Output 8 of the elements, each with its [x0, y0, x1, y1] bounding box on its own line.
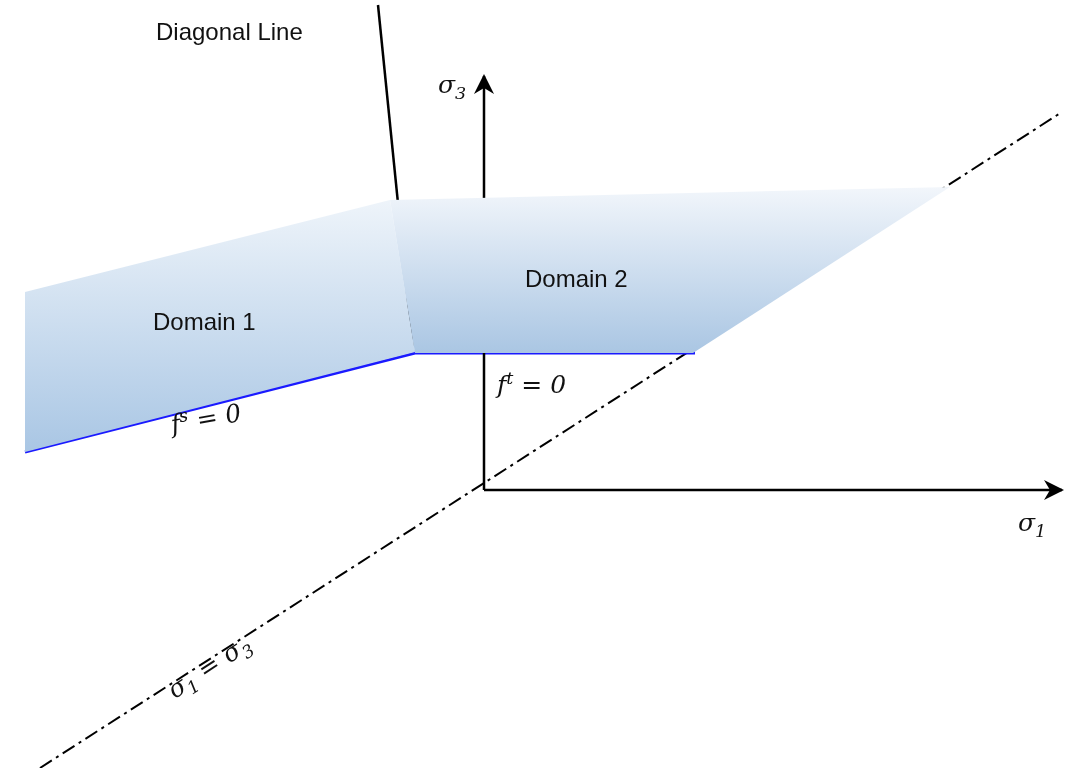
axis-label: σ$_{3}$: [438, 70, 467, 103]
shaded-domain-region: [25, 200, 415, 453]
equation-label: f$^{t}$ = 0: [497, 368, 567, 400]
line-label: Diagonal Line: [156, 18, 303, 46]
shaded-domain-region: [390, 187, 950, 354]
axis-label: σ$_{1}$: [1018, 508, 1047, 541]
region-label: Domain 2: [525, 265, 628, 293]
region-label: Domain 1: [153, 308, 256, 336]
